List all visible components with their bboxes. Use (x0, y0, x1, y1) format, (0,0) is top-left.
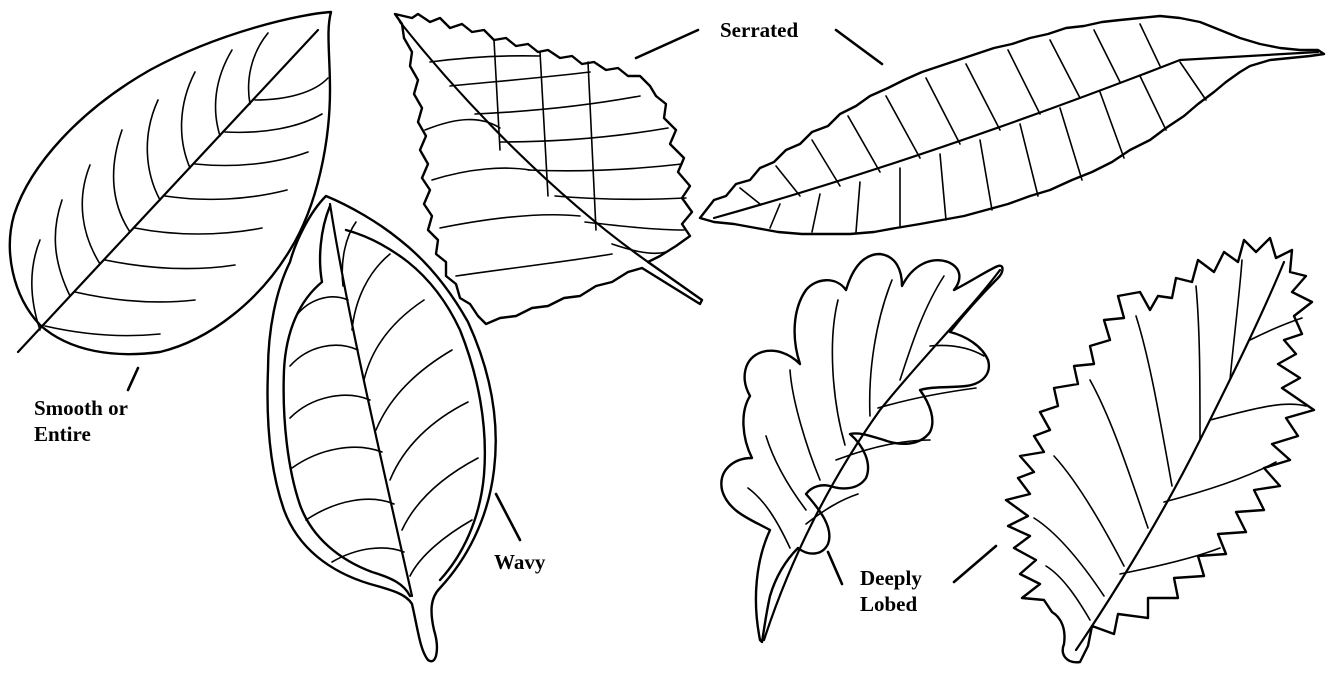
serrated-label: Serrated (720, 18, 798, 42)
wavy-pointer (496, 494, 520, 540)
serrated-pointer-right (836, 30, 882, 64)
wavy-label: Wavy (494, 550, 545, 574)
smooth-label-line1: Smooth or (34, 396, 128, 420)
smooth-pointer (128, 368, 138, 390)
wavy-leaf (268, 196, 496, 661)
smooth-label-line2: Entire (34, 422, 91, 446)
lobed-label-line1: Deeply (860, 566, 922, 590)
lobed-pointer-right (954, 546, 996, 582)
lobed-label-line2: Lobed (860, 592, 917, 616)
lobed-pointer-left (828, 552, 842, 584)
serrated-long-leaf (700, 16, 1324, 234)
smooth-leaf (10, 12, 331, 354)
lobed-oak-leaf-pointed (1006, 238, 1314, 662)
serrated-birch-leaf (395, 14, 702, 324)
serrated-pointer-left (636, 30, 698, 58)
